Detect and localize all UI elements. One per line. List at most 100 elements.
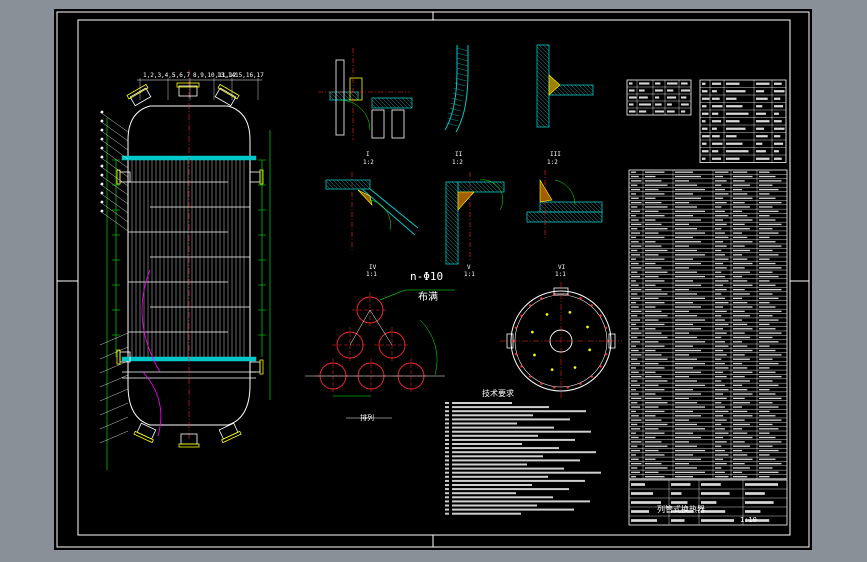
cell-text: [645, 206, 668, 208]
cell-text: [715, 215, 729, 217]
cell-text: [655, 96, 660, 99]
side-nozzle-flange: [116, 349, 121, 365]
cell-text: [645, 310, 662, 313]
cell-text: [645, 319, 659, 321]
hatch: [536, 211, 548, 223]
leader-dot: [100, 200, 104, 204]
cell-text: [702, 112, 709, 115]
cell-text: [631, 193, 636, 195]
sec1-tube-2: [369, 188, 419, 229]
cell-text: [675, 367, 693, 369]
note-text: [452, 492, 516, 495]
cell-text: [702, 120, 706, 123]
hatch: [409, 97, 413, 101]
cell-text: [681, 82, 688, 85]
cell-text: [631, 323, 636, 326]
cell-text: [675, 236, 693, 239]
hatch: [445, 251, 459, 265]
cell-text: [715, 201, 727, 204]
cell-text: [631, 280, 636, 282]
leader-line: [99, 183, 129, 205]
cell-text: [671, 492, 682, 495]
cell-text: [733, 354, 745, 356]
cell-text: [715, 241, 724, 243]
detail2-head-inner: [455, 45, 469, 133]
hatch: [445, 187, 459, 201]
hatch: [456, 67, 469, 72]
hatch: [385, 97, 397, 109]
hatch: [449, 107, 461, 112]
cell-text: [671, 483, 691, 486]
hatch: [576, 211, 588, 223]
cell-text: [715, 428, 725, 430]
hatch: [536, 54, 550, 68]
cell-text: [759, 406, 779, 408]
cell-text: [631, 519, 657, 522]
cell-text: [675, 389, 693, 391]
cell-text: [759, 275, 779, 278]
hatch: [349, 91, 359, 101]
cell-text: [675, 315, 697, 317]
cell-text: [759, 323, 770, 326]
cell-text: [702, 97, 710, 100]
cell-text: [733, 323, 748, 326]
cell-text: [733, 315, 750, 317]
table-border: [699, 79, 787, 163]
hatch: [556, 211, 568, 223]
note-number: [445, 504, 449, 507]
nozzle-flange: [221, 430, 242, 444]
leader-dot: [100, 209, 104, 213]
cell-text: [715, 323, 729, 326]
cell-text: [631, 336, 638, 339]
cell-text: [675, 393, 701, 395]
cell-text: [645, 215, 665, 217]
cell-text: [667, 89, 674, 92]
cell-text: [726, 112, 749, 115]
note-text: [452, 459, 580, 462]
cell-text: [733, 371, 753, 373]
hatch: [536, 66, 550, 80]
leader-line: [99, 360, 129, 374]
cell-text: [675, 306, 701, 308]
nozzle-flange: [126, 83, 149, 100]
hatch: [463, 181, 475, 193]
inner-frame: [77, 19, 791, 536]
hatch: [475, 181, 487, 193]
cell-text: [774, 112, 779, 115]
cell-text: [774, 82, 782, 85]
hatch: [377, 97, 389, 109]
cell-text: [681, 89, 690, 92]
cell-text: [726, 142, 743, 145]
cell-text: [631, 293, 638, 295]
note-number: [445, 443, 449, 445]
cell-text: [631, 197, 639, 199]
cell-text: [733, 419, 745, 421]
table-border: [628, 169, 788, 480]
cell-text: [631, 345, 636, 347]
cell-text: [645, 371, 656, 373]
hatch: [352, 179, 363, 190]
cell-text: [733, 358, 750, 360]
cell-text: [645, 428, 659, 430]
cell-text: [756, 150, 766, 153]
note-text: [452, 508, 574, 511]
hatch: [532, 211, 544, 223]
bolt-hole: [599, 365, 602, 368]
cell-text: [733, 336, 750, 339]
cell-text: [715, 441, 727, 443]
cell-text: [726, 90, 746, 93]
cell-text: [645, 332, 662, 334]
cell-text: [645, 284, 656, 286]
cell-text: [733, 241, 753, 243]
cell-text: [631, 245, 642, 247]
hatch: [590, 84, 594, 88]
hatch: [454, 82, 466, 87]
cell-text: [631, 384, 641, 386]
hatch: [455, 77, 467, 82]
cell-text: [645, 402, 668, 404]
cell-text: [631, 271, 638, 273]
cell-text: [631, 441, 642, 443]
cell-text: [733, 258, 748, 260]
leader-dot: [100, 128, 104, 132]
